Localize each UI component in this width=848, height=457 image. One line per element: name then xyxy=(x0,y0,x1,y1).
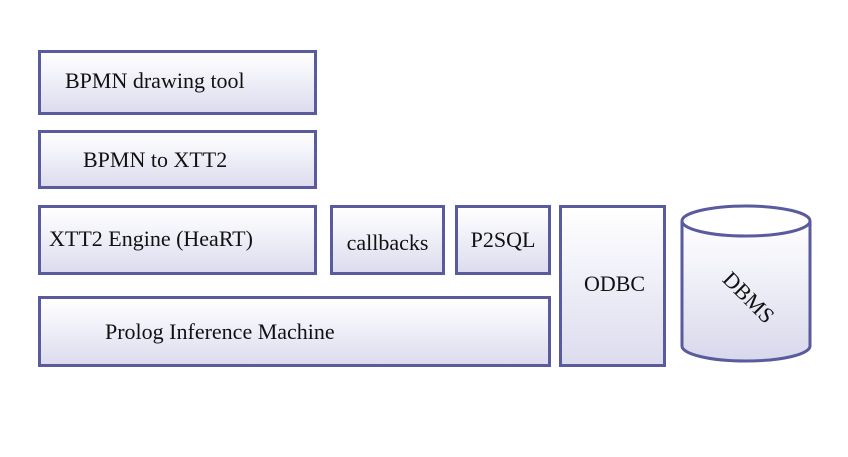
bpmn-to-xtt2-box: BPMN to XTT2 xyxy=(38,130,317,189)
prolog-inference-machine-box: Prolog Inference Machine xyxy=(38,296,551,367)
callbacks-label: callbacks xyxy=(346,230,429,255)
dbms-cylinder-top xyxy=(680,204,812,238)
p2sql-box: P2SQL xyxy=(455,205,551,275)
bpmn-drawing-tool-label: BPMN drawing tool xyxy=(65,67,245,93)
odbc-label: ODBC xyxy=(583,271,646,296)
dbms-cylinder-icon: DBMS xyxy=(680,204,812,363)
xtt2-engine-box: XTT2 Engine (HeaRT) xyxy=(38,205,317,275)
xtt2-engine-label: XTT2 Engine (HeaRT) xyxy=(49,226,253,251)
callbacks-box: callbacks xyxy=(330,205,445,275)
bpmn-drawing-tool-box: BPMN drawing tool xyxy=(38,50,317,115)
p2sql-label: P2SQL xyxy=(470,227,536,252)
odbc-box: ODBC xyxy=(559,205,666,367)
dbms-cylinder-body xyxy=(680,221,812,363)
bpmn-to-xtt2-label: BPMN to XTT2 xyxy=(83,146,228,172)
prolog-inference-machine-label: Prolog Inference Machine xyxy=(105,318,335,344)
